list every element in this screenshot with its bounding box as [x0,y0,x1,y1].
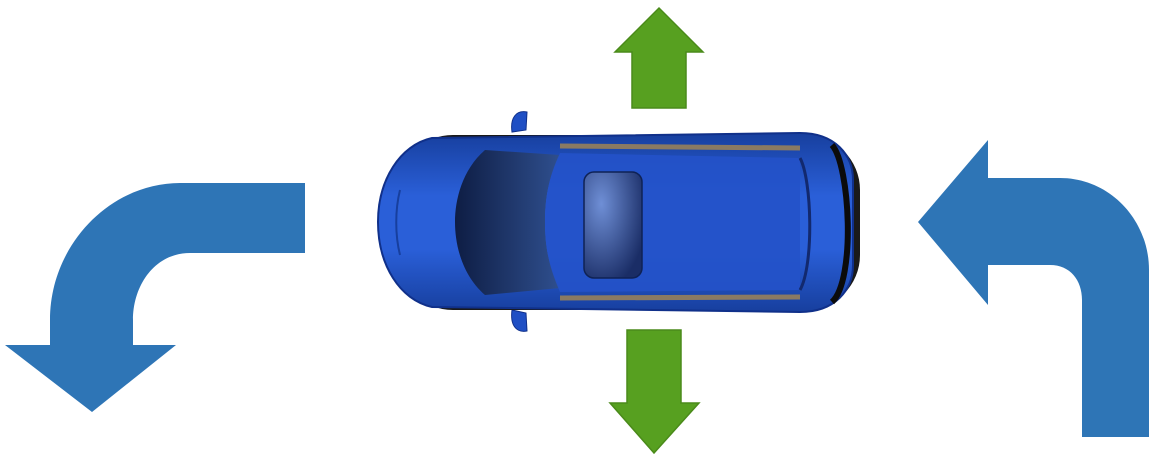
turn-right-arrow-icon [918,140,1149,437]
backward-arrow-icon [610,330,699,453]
forward-arrow-icon [615,8,703,108]
turn-left-arrow-icon [5,183,305,412]
car-top-view-icon [378,112,860,332]
